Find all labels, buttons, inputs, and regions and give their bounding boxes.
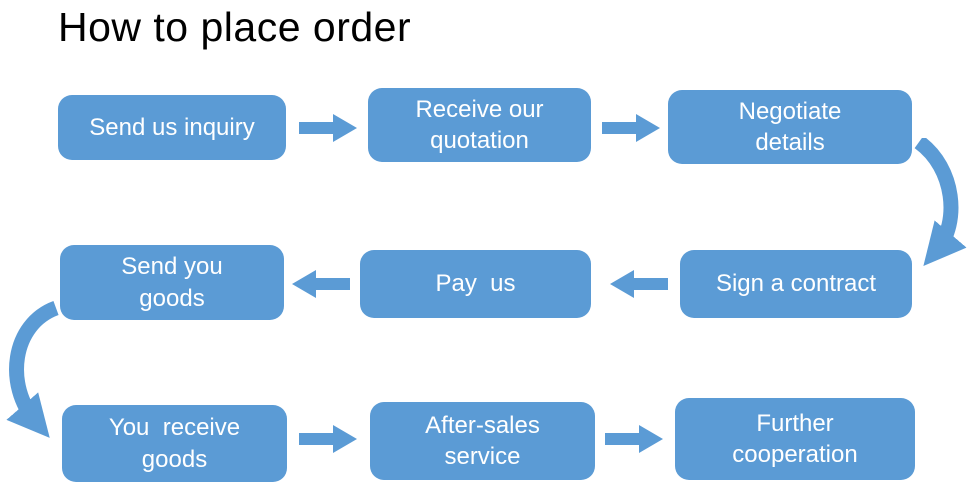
flow-step-send-you-goods: Send you goods bbox=[60, 245, 284, 320]
arrow-right-icon bbox=[602, 114, 660, 142]
flow-step-you-receive-goods: You receive goods bbox=[62, 405, 287, 482]
flow-step-pay-us: Pay us bbox=[360, 250, 591, 318]
arrow-left-icon bbox=[610, 270, 668, 298]
step-label: Send us inquiry bbox=[89, 113, 255, 141]
step-label: You receive goods bbox=[108, 414, 241, 473]
flow-step-further-cooperation: Further cooperation bbox=[675, 398, 915, 480]
step-label: Receive our quotation bbox=[415, 95, 544, 154]
page-title: How to place order bbox=[58, 4, 412, 50]
step-label: Negotiate details bbox=[738, 97, 842, 156]
step-label: Sign a contract bbox=[715, 270, 877, 298]
flow-step-receive-our-quotation: Receive our quotation bbox=[368, 88, 591, 162]
arrow-right-icon bbox=[299, 425, 357, 453]
curved-arrow-down-icon bbox=[6, 300, 60, 438]
flow-step-sign-a-contract: Sign a contract bbox=[680, 250, 912, 318]
step-label: Further cooperation bbox=[732, 409, 858, 468]
arrow-right-icon bbox=[299, 114, 357, 142]
step-label: After-sales service bbox=[425, 411, 540, 470]
curved-arrow-down-icon bbox=[914, 138, 967, 267]
arrow-left-icon bbox=[292, 270, 350, 298]
flow-step-send-us-inquiry: Send us inquiry bbox=[58, 95, 286, 160]
arrow-right-icon bbox=[605, 425, 663, 453]
flow-step-after-sales-service: After-sales service bbox=[370, 402, 595, 480]
step-label: Pay us bbox=[435, 270, 516, 298]
flow-step-negotiate-details: Negotiate details bbox=[668, 90, 912, 164]
step-label: Send you goods bbox=[121, 253, 223, 312]
